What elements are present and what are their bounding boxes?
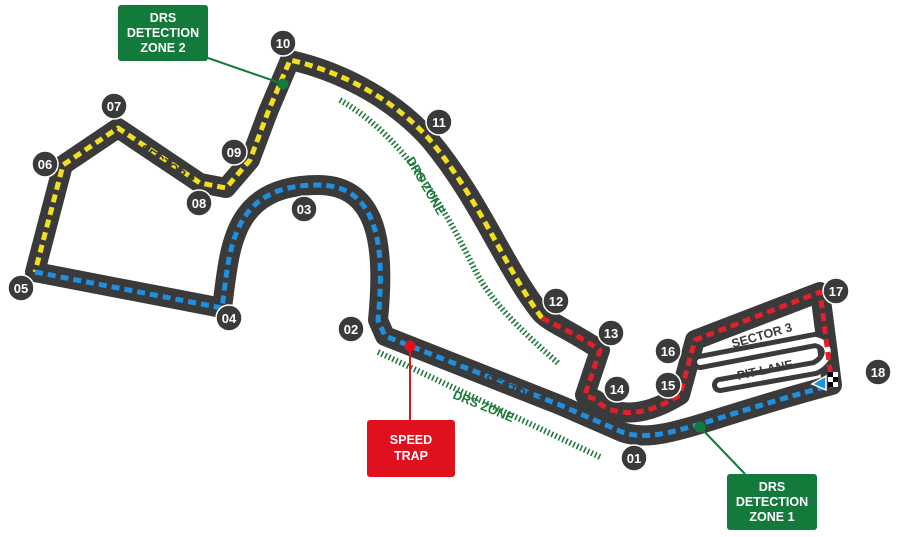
svg-text:12: 12 [549,294,563,309]
svg-text:01: 01 [627,451,641,466]
drs-zone-2-marker [338,97,560,366]
svg-text:17: 17 [829,284,843,299]
corner-18-badge: 18 [864,358,892,386]
svg-text:11: 11 [432,115,446,130]
start-finish-flag-icon [810,372,838,392]
svg-text:DRS: DRS [759,480,785,494]
corner-13-badge: 13 [597,319,625,347]
drs-detection-zone-2-box: DRS DETECTION ZONE 2 [118,5,208,61]
detection-zone-1-point [694,421,706,433]
corner-17-badge: 17 [822,277,850,305]
svg-text:10: 10 [276,36,290,51]
svg-text:04: 04 [222,311,237,326]
svg-text:14: 14 [610,382,625,397]
svg-text:06: 06 [38,157,52,172]
svg-text:03: 03 [297,202,311,217]
callout-connectors [207,57,746,475]
svg-text:07: 07 [107,99,121,114]
speed-trap-box: SPEED TRAP [367,420,455,477]
svg-text:09: 09 [227,145,241,160]
corner-12-badge: 12 [542,287,570,315]
svg-text:DETECTION: DETECTION [736,495,808,509]
sector-2-line [32,57,545,320]
svg-text:15: 15 [661,378,675,393]
speed-trap-point [404,340,416,352]
svg-text:18: 18 [871,365,885,380]
svg-text:DRS: DRS [150,11,176,25]
corner-04-badge: 04 [215,304,243,332]
svg-text:DETECTION: DETECTION [127,26,199,40]
svg-text:05: 05 [14,281,28,296]
corner-15-badge: 15 [654,371,682,399]
corner-09-badge: 09 [220,138,248,166]
corner-06-badge: 06 [31,150,59,178]
corner-02-badge: 02 [337,315,365,343]
drs-zone-1-marker [376,349,602,460]
corner-11-badge: 11 [425,108,453,136]
corner-16-badge: 16 [654,337,682,365]
corner-05-badge: 05 [7,274,35,302]
svg-text:SPEED: SPEED [390,433,432,447]
sector-1-line [34,182,833,438]
svg-text:13: 13 [604,326,618,341]
corner-08-badge: 08 [185,189,213,217]
svg-text:02: 02 [344,322,358,337]
svg-text:ZONE 1: ZONE 1 [749,510,794,524]
corner-badges: 01 02 03 04 05 06 07 08 09 10 11 12 13 1… [7,29,892,472]
drs-zones [338,97,602,460]
sector-3-line [540,289,835,415]
svg-text:TRAP: TRAP [394,449,428,463]
corner-03-badge: 03 [290,195,318,223]
drs-detection-zone-1-box: DRS DETECTION ZONE 1 [727,474,817,530]
corner-01-badge: 01 [620,444,648,472]
detection-zone-2-point [277,78,289,90]
svg-text:08: 08 [192,196,206,211]
svg-text:16: 16 [661,344,675,359]
svg-text:ZONE 2: ZONE 2 [140,41,185,55]
corner-14-badge: 14 [603,375,631,403]
corner-10-badge: 10 [269,29,297,57]
sector-lines [32,57,835,438]
corner-07-badge: 07 [100,92,128,120]
